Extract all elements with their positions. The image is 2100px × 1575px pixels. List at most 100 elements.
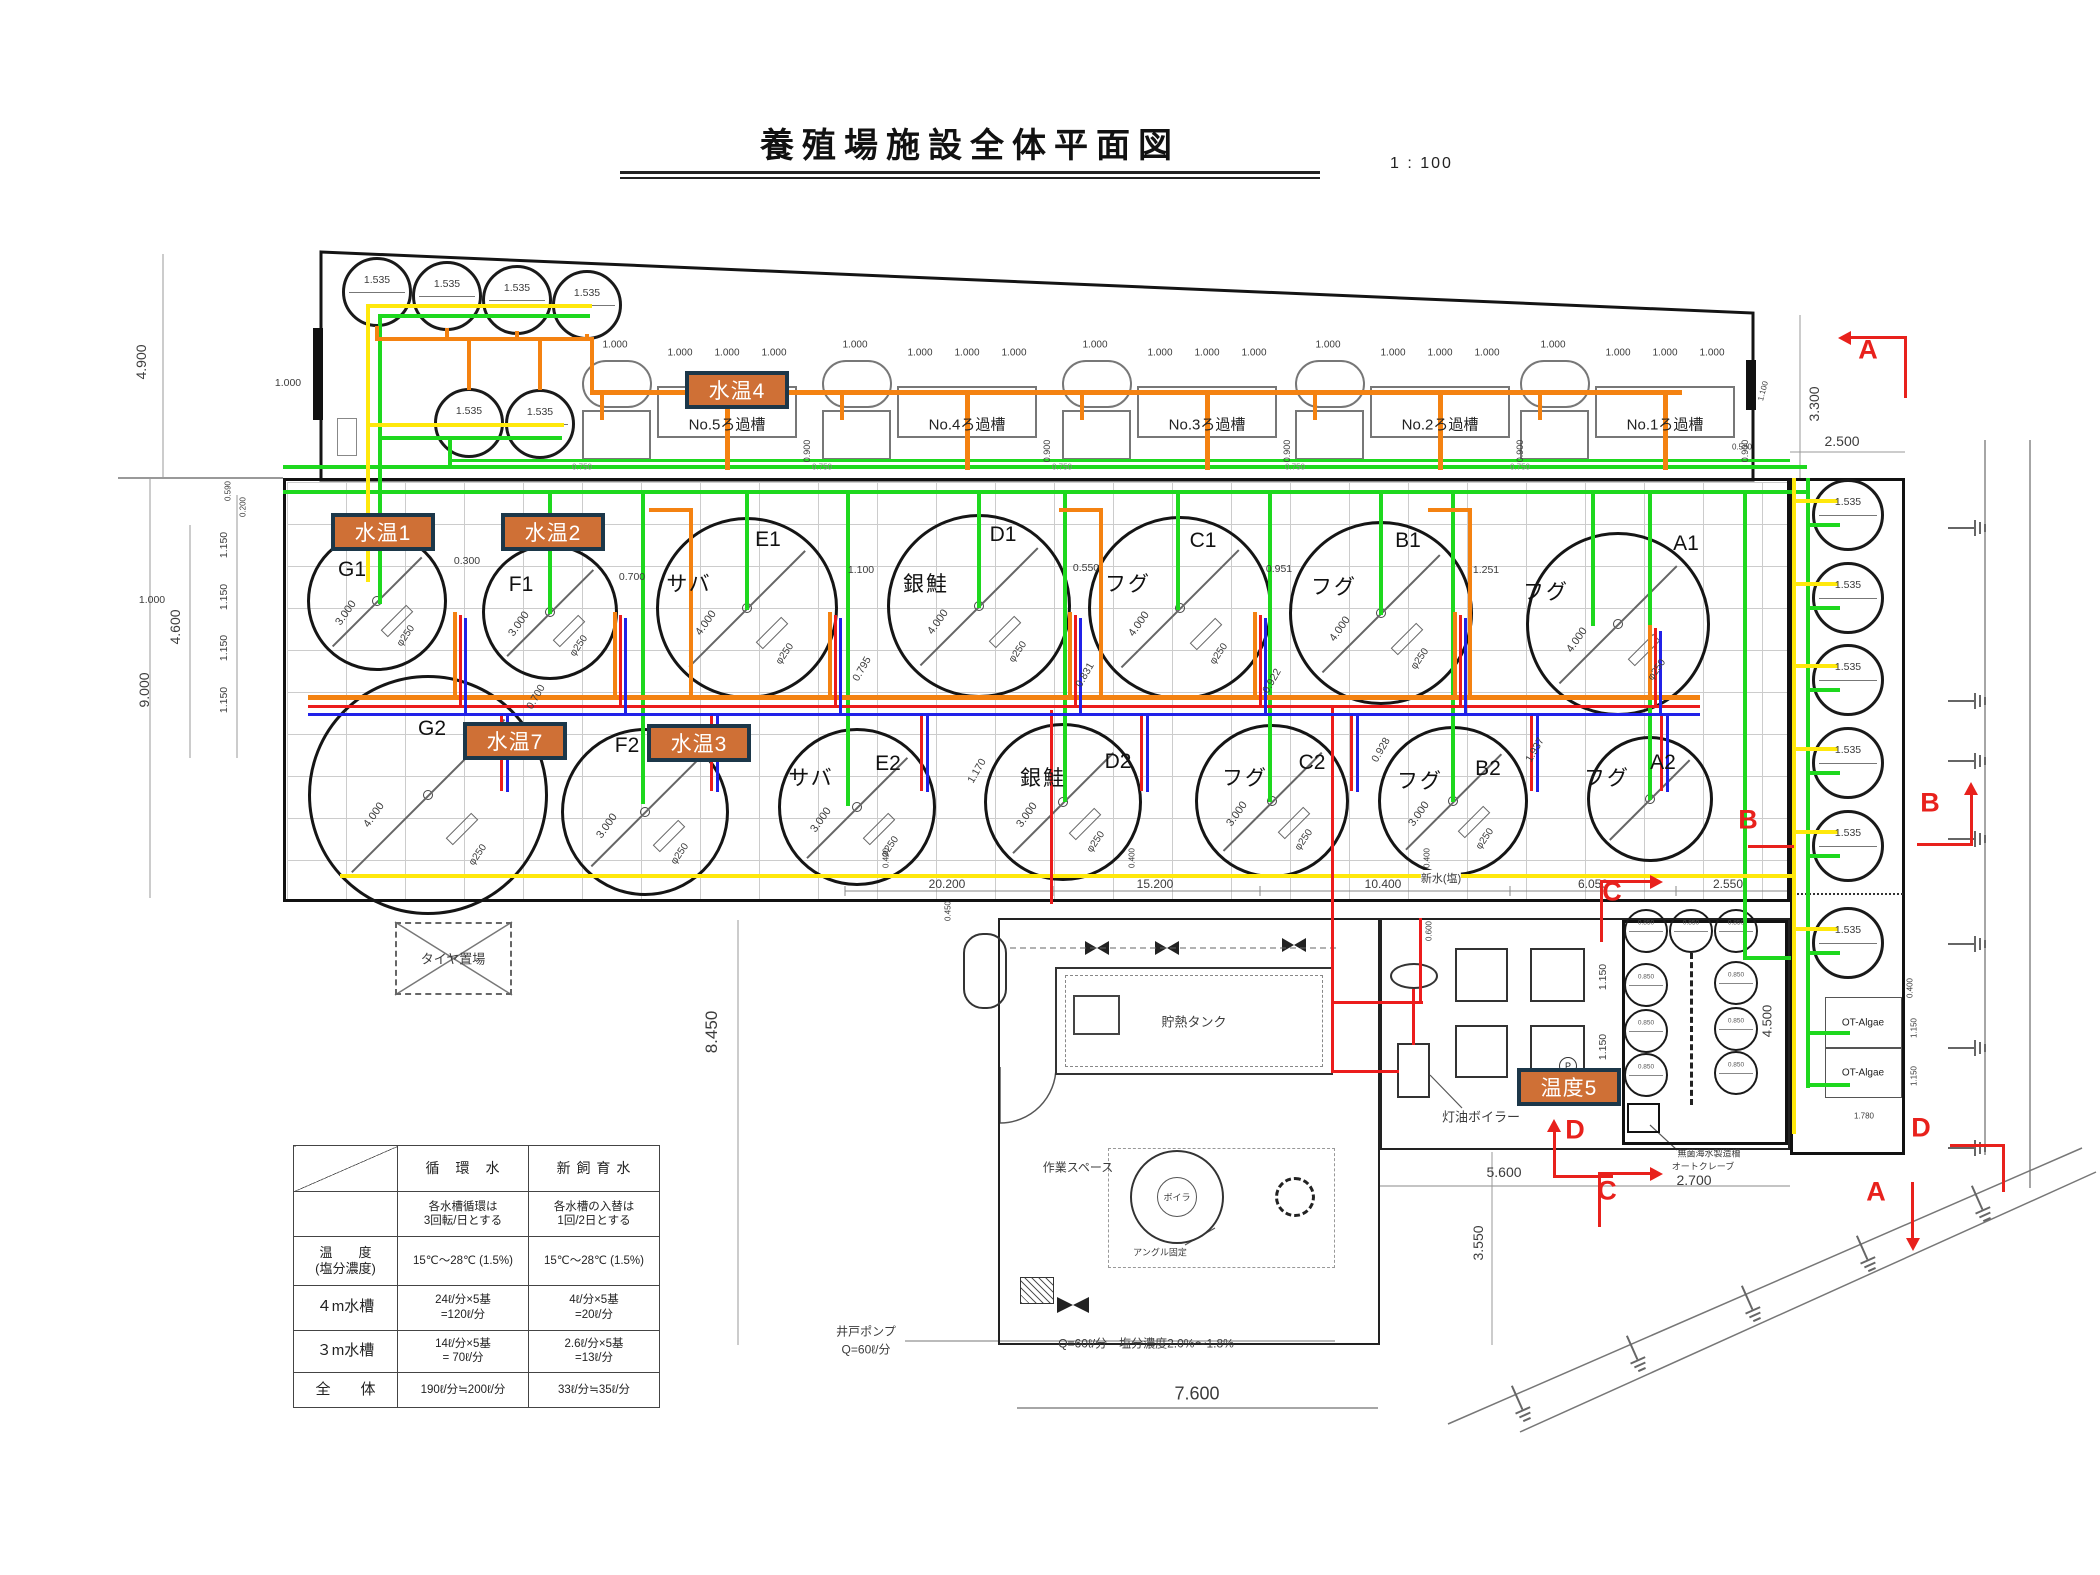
annotation-badge-温度5[interactable]: 温度5 (1517, 1068, 1621, 1106)
annotation-badge-水温4[interactable]: 水温4 (685, 371, 789, 409)
autoclave-circle (1714, 909, 1758, 953)
section-marker-D[interactable]: D (1911, 1112, 1931, 1143)
section-marker-A[interactable]: A (1858, 334, 1878, 365)
pipe-g (1806, 854, 1840, 858)
title-underline (620, 171, 1320, 174)
page-title: 養殖場施設全体平面図 (760, 127, 1180, 165)
ground-symbol (1948, 519, 1988, 537)
dim-label: 0.900 (802, 439, 812, 463)
door-bar (313, 328, 323, 420)
section-marker-line (1950, 1144, 2005, 1147)
dim-label: 1.150 (218, 686, 230, 714)
pipe-b (1666, 716, 1669, 792)
section-marker-B[interactable]: B (1738, 804, 1758, 835)
dim-label: 1.000 (1380, 347, 1406, 359)
cell: 14ℓ/分×5基 = 70ℓ/分 (397, 1329, 529, 1373)
kerosene-boiler-label: 灯油ボイラー (1441, 1109, 1521, 1125)
section-marker-arrow (1964, 782, 1978, 795)
section-marker-C[interactable]: C (1602, 876, 1622, 907)
section-marker-arrow (1650, 1167, 1663, 1181)
small-tank-dim-label: 1.535 (573, 287, 601, 299)
pipe-o (1080, 394, 1084, 420)
small-tank-dim-line (1819, 846, 1877, 847)
pipe-y (366, 304, 592, 308)
pipe-r (1350, 713, 1353, 791)
autoclave-dim-line (1629, 1075, 1663, 1076)
section-marker-A[interactable]: A (1866, 1176, 1886, 1207)
dim-label: 0.400 (881, 847, 891, 869)
dim-label: 2.700 (1676, 1172, 1712, 1188)
annotation-badge-水温7[interactable]: 水温7 (463, 722, 567, 760)
small-tank-dim-label: 1.535 (1834, 924, 1862, 936)
pipe-g (378, 314, 590, 318)
tank-species-label: フグ (1311, 576, 1357, 599)
pipe-y (1792, 830, 1838, 834)
section-marker-D[interactable]: D (1565, 1114, 1585, 1145)
annotation-badge-水温3[interactable]: 水温3 (647, 724, 751, 762)
annotation-badge-水温1[interactable]: 水温1 (331, 513, 435, 551)
small-tank-dim-line (1819, 680, 1877, 681)
dim-label: 0.400 (1422, 847, 1432, 869)
ground-symbol (1948, 752, 1988, 770)
section-marker-line (1850, 336, 1907, 339)
pipe-o (308, 695, 1700, 700)
cell: 24ℓ/分×5基 =120ℓ/分 (397, 1284, 529, 1331)
pipe-g (1063, 492, 1067, 802)
section-marker-arrow (1838, 331, 1851, 345)
annotation-badge-水温2[interactable]: 水温2 (501, 513, 605, 551)
filter-capsule-box (1295, 410, 1364, 460)
dim-label: 1.150 (1597, 1033, 1609, 1061)
pipe-o (515, 331, 519, 340)
pipe-o (1253, 612, 1257, 700)
dim-label: 3.300 (1806, 386, 1822, 422)
equipment-box (1455, 948, 1508, 1002)
pipe-y (1792, 747, 1838, 751)
dim-label: 4.600 (167, 609, 183, 645)
section-marker-line (1748, 845, 1794, 848)
pipe-b (1464, 618, 1467, 716)
pipe-o (467, 337, 471, 390)
pipe-r (308, 705, 1700, 708)
small-tank-dim-label: 1.535 (1834, 827, 1862, 839)
tank-species-label: フグ (1523, 581, 1569, 604)
oval-tank (1390, 963, 1438, 989)
pump-symbol-label: P (1564, 1061, 1572, 1071)
pipe-o (1648, 625, 1652, 700)
section-marker-C[interactable]: C (1597, 1175, 1617, 1206)
pipe-o (1068, 612, 1072, 700)
section-marker-line (1600, 880, 1603, 942)
dim-label: 1.150 (218, 634, 230, 662)
tank-species-label: 銀鮭 (1020, 767, 1066, 790)
tank-id-label: A1 (1673, 532, 1699, 555)
pipe-o (453, 612, 457, 700)
pipe-g (448, 438, 452, 468)
dim-label: 1.150 (218, 583, 230, 611)
autoclave-dim-label: 0.850 (1637, 1063, 1655, 1071)
ground-symbol (1619, 1332, 1652, 1376)
dim-label: 0.750 (1509, 462, 1531, 472)
dim-label: 0.900 (1515, 439, 1525, 463)
pipe-g (1806, 1031, 1850, 1035)
small-tank-dim-label: 1.535 (455, 405, 483, 417)
tank-id-label: F1 (508, 573, 534, 596)
dim-label: 0.580 (1731, 442, 1753, 452)
ot-algae-label: OT-Algae (1841, 1067, 1885, 1079)
dim-label: 1.100 (1756, 380, 1770, 402)
autoclave-label: オートクレーブ (1671, 1161, 1735, 1172)
autoclave-dim-line (1719, 931, 1753, 932)
boiler-circle-inner (1157, 1177, 1197, 1217)
row-header (293, 1191, 398, 1238)
pipe-y (1792, 664, 1838, 668)
pipe-g (1268, 492, 1272, 802)
pipe-r (1259, 615, 1262, 708)
section-marker-B[interactable]: B (1920, 787, 1940, 818)
pipe-r (1331, 1001, 1334, 1072)
dim-label: 1.000 (138, 594, 166, 606)
small-tank-dim-line (1819, 598, 1877, 599)
annotation-badge-label: 水温7 (486, 731, 544, 754)
section-marker-line (1970, 791, 1973, 845)
autoclave-circle (1624, 909, 1668, 953)
section-cut-dotted (1792, 893, 1903, 895)
shore-line (1519, 1171, 2097, 1433)
tank-center-A1 (1613, 619, 1623, 629)
